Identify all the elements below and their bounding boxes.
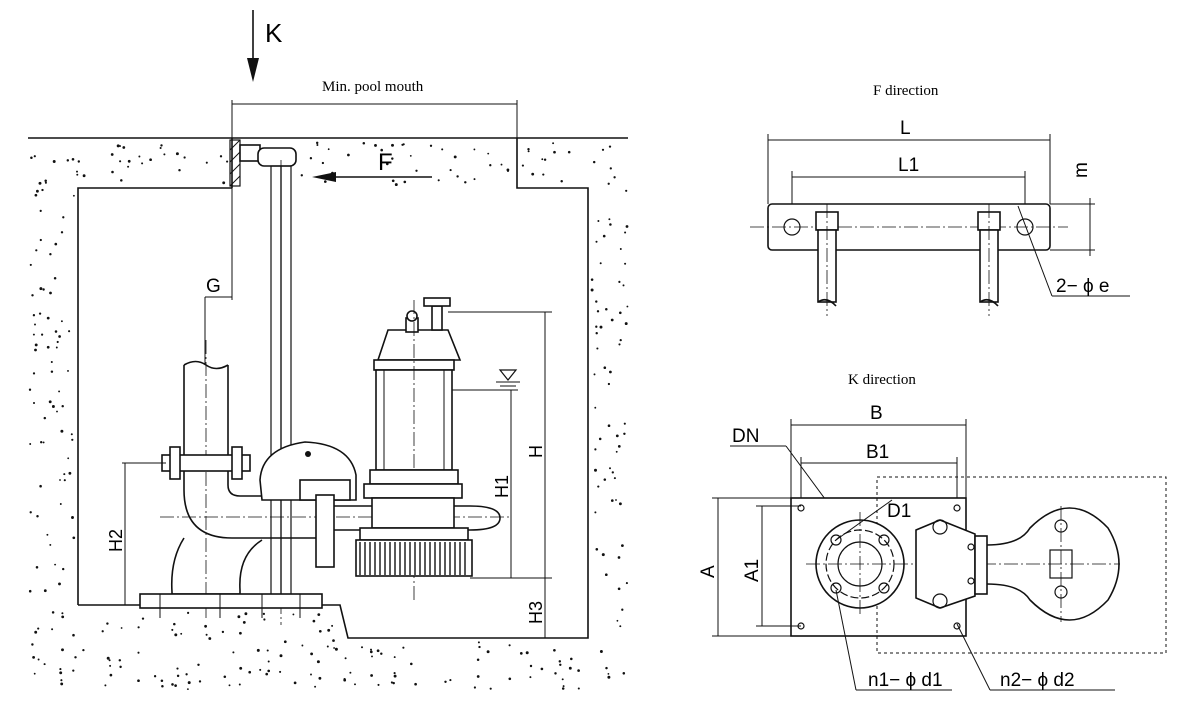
pit-right-wall-and-floor xyxy=(78,138,589,639)
guide-rail-left xyxy=(270,165,282,607)
handle-icon xyxy=(423,297,451,307)
k-direction-view: K direction B B1 DN A A1 xyxy=(698,372,1167,691)
bracket-plate xyxy=(229,139,241,187)
g-label: G xyxy=(206,276,221,297)
hole-2e-label: 2− ϕ e xyxy=(1056,276,1109,297)
h1-label: H1 xyxy=(492,475,512,498)
f-direction-title: F direction xyxy=(873,83,939,99)
installation-section-view: K Min. pool mouth F G xyxy=(28,10,629,691)
pump-inlet-ring xyxy=(986,507,1120,621)
pit-left-wall xyxy=(77,187,232,605)
pump-top-cover xyxy=(376,329,462,361)
pipe-elbow xyxy=(183,471,325,539)
lifting-eye-icon xyxy=(406,310,418,322)
f-direction-view: F direction L L1 m 2− ϕ e xyxy=(750,83,1130,316)
h2-label: H2 xyxy=(106,529,126,552)
bracket-head xyxy=(257,147,297,167)
coupling-base xyxy=(170,537,263,595)
b-label: B xyxy=(870,403,883,424)
k-coupling-body xyxy=(915,519,976,609)
a1-label: A1 xyxy=(742,559,763,582)
min-pool-mouth-label: Min. pool mouth xyxy=(322,79,424,95)
d1-label: D1 xyxy=(887,501,911,522)
h-label: H xyxy=(526,445,546,458)
l1-label: L1 xyxy=(898,155,919,176)
mounting-hole-right xyxy=(1016,218,1034,236)
guide-rail-right xyxy=(280,165,292,607)
n2-d2-label: n2− ϕ d2 xyxy=(1000,670,1075,691)
base-plate xyxy=(139,593,323,609)
a-label: A xyxy=(698,565,719,578)
pump-outlet-flange xyxy=(315,494,335,568)
pump-volute xyxy=(371,497,455,529)
b1-label: B1 xyxy=(866,442,889,463)
dn-label: DN xyxy=(732,426,759,447)
water-level-icon xyxy=(498,369,518,381)
l-label: L xyxy=(900,118,911,139)
h3-label: H3 xyxy=(526,601,546,624)
flange-bolt-holes xyxy=(830,534,890,594)
k-arrow-head xyxy=(247,58,259,82)
f-arrow-head xyxy=(312,172,336,182)
n1-d1-label: n1− ϕ d1 xyxy=(868,670,943,691)
bracket-arm xyxy=(239,144,261,162)
k-arrow-label: K xyxy=(265,18,283,48)
f-arrow-label: F xyxy=(378,149,393,176)
k-direction-title: K direction xyxy=(848,372,916,388)
mounting-hole-left xyxy=(783,218,801,236)
submersible-pump xyxy=(355,297,473,600)
m-label: m xyxy=(1071,162,1092,178)
soil-stipple xyxy=(28,141,629,691)
